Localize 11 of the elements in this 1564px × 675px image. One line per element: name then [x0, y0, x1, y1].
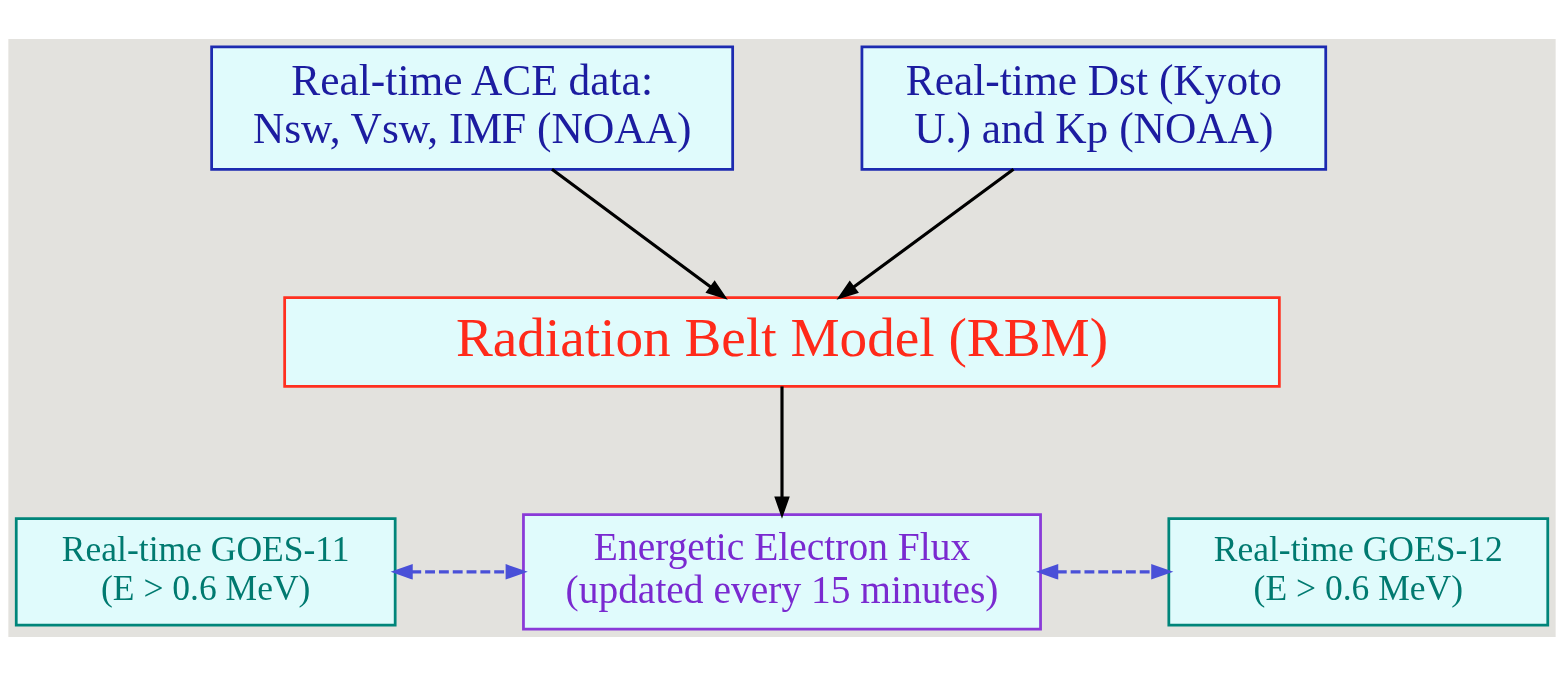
- arrow: [390, 563, 528, 580]
- node-box: Radiation Belt Model (RBM): [283, 295, 1281, 388]
- node-box: Real-time GOES-12 (E > 0.6 MeV): [1167, 516, 1550, 627]
- arrow: [836, 167, 1015, 300]
- node-box: Real-time Dst (Kyoto U.) and Kp (NOAA): [860, 45, 1328, 171]
- arrow: [551, 167, 728, 300]
- arrow: [1036, 563, 1174, 580]
- node-box: Real-time GOES-11 (E > 0.6 MeV): [14, 516, 397, 627]
- node-box: Energetic Electron Flux (updated every 15 minutes): [522, 512, 1042, 630]
- arrow: [774, 385, 790, 519]
- node-box: Real-time ACE data: Nsw, Vsw, IMF (NOAA): [210, 45, 735, 171]
